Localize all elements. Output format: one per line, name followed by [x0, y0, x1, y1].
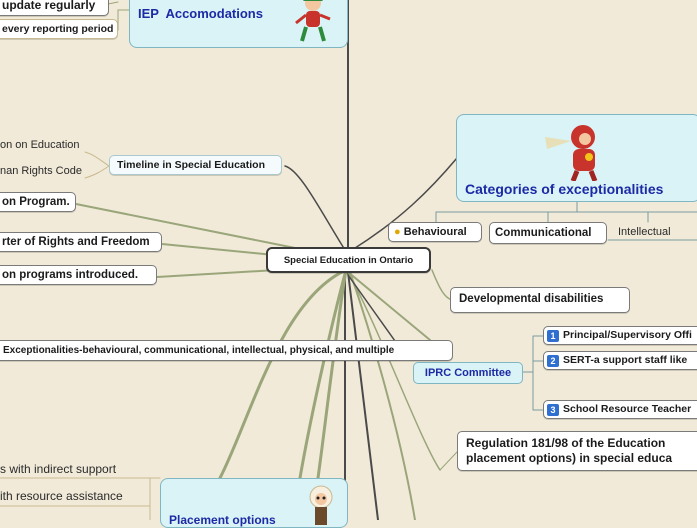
- category-behavioural-label: Behavioural: [403, 226, 467, 238]
- exceptionalities-list-node[interactable]: Exceptionalities-behavioural, communicat…: [0, 340, 453, 361]
- timeline-node[interactable]: Timeline in Special Education: [109, 155, 282, 175]
- superhero-figure-icon: [545, 125, 598, 181]
- placement-item-resource-assistance[interactable]: ith resource assistance: [0, 489, 123, 503]
- scientist-figure-icon: [309, 485, 333, 525]
- iep-item-reporting-period[interactable]: every reporting period: [0, 19, 118, 39]
- iep-item-update[interactable]: update regularly: [0, 0, 109, 16]
- categories-node[interactable]: Categories of exceptionalities: [456, 114, 697, 202]
- timeline-item-rights-code[interactable]: nan Rights Code: [0, 165, 82, 177]
- regulation-node[interactable]: Regulation 181/98 of the Education place…: [457, 431, 697, 471]
- regulation-line-1: Regulation 181/98 of the Education: [466, 436, 666, 450]
- timeline-item-education[interactable]: on on Education: [0, 139, 80, 151]
- central-topic[interactable]: Special Education in Ontario: [266, 247, 431, 273]
- regulation-line-2: placement options) in special educa: [466, 451, 673, 465]
- number-icon: 3: [547, 404, 559, 416]
- iep-accommodations-title: IEP Accomodations: [138, 6, 263, 21]
- number-icon: 2: [547, 355, 559, 367]
- category-intellectual[interactable]: Intellectual: [618, 226, 671, 238]
- iep-accommodations-node[interactable]: IEP Accomodations: [129, 0, 348, 48]
- left-item-programs-introduced[interactable]: on programs introduced.: [0, 265, 157, 285]
- left-item-charter[interactable]: rter of Rights and Freedom: [0, 232, 162, 252]
- jester-figure-icon: [295, 0, 331, 42]
- developmental-disabilities-node[interactable]: Developmental disabilities: [450, 287, 630, 313]
- left-item-program[interactable]: on Program.: [0, 192, 76, 212]
- iprc-committee-node[interactable]: IPRC Committee: [413, 362, 523, 384]
- number-icon: 1: [547, 330, 559, 342]
- placement-options-node[interactable]: Placement options: [160, 478, 348, 528]
- placement-item-indirect-support[interactable]: s with indirect support: [0, 462, 117, 476]
- category-communicational[interactable]: Communicational: [489, 222, 607, 244]
- placement-options-title: Placement options: [169, 513, 276, 527]
- lightbulb-icon: ●: [394, 226, 401, 238]
- category-behavioural[interactable]: ● Behavioural: [388, 222, 482, 242]
- categories-title: Categories of exceptionalities: [465, 181, 664, 197]
